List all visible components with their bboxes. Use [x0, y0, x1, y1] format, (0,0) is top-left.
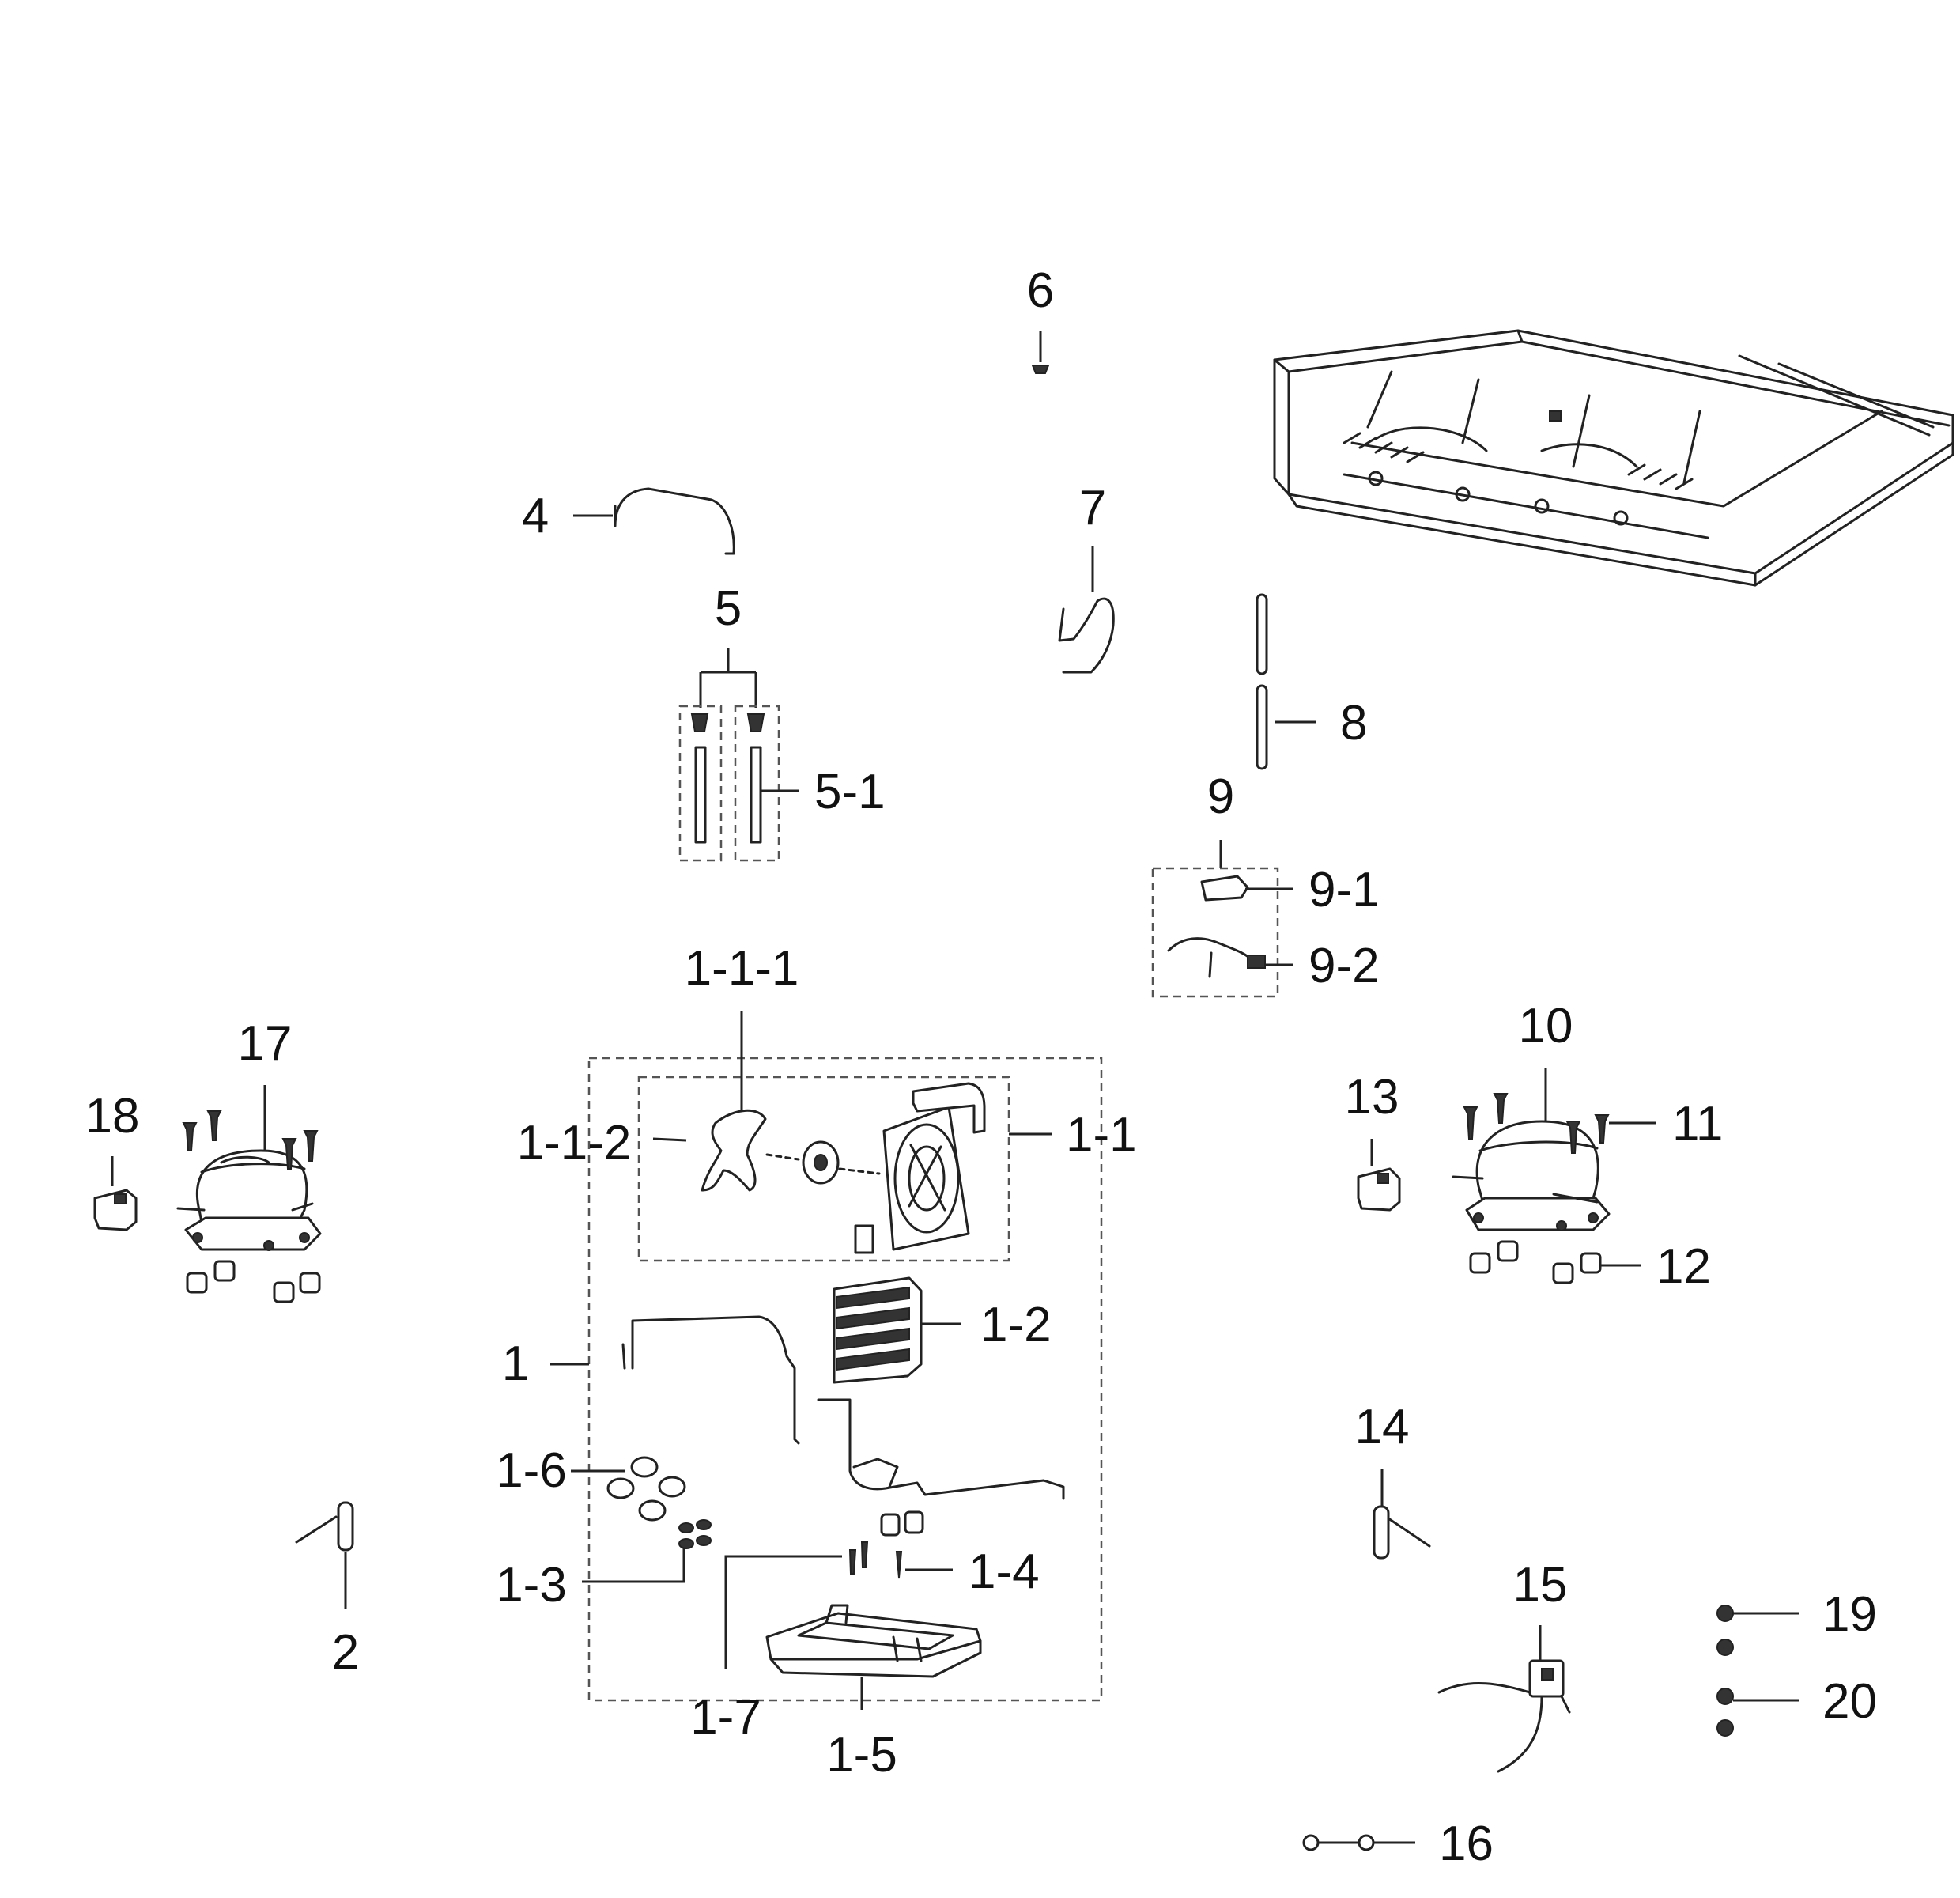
part-16-washers: 16 — [1302, 1817, 1494, 1871]
part-13-relay: 13 — [1345, 1070, 1401, 1212]
label-1-3: 1-3 — [496, 1558, 567, 1613]
part-14-filter: 14 — [1355, 1400, 1431, 1560]
label-1-7: 1-7 — [690, 1690, 761, 1745]
part-1-4-clips: 1-4 — [880, 1510, 1040, 1599]
part-18-relay: 18 — [85, 1089, 140, 1231]
part-10-compressor: 10 — [1452, 999, 1611, 1231]
label-1: 1 — [502, 1337, 529, 1391]
label-4: 4 — [522, 489, 549, 543]
label-1-1: 1-1 — [1066, 1108, 1137, 1163]
label-10: 10 — [1519, 999, 1573, 1053]
label-9-1: 9-1 — [1309, 863, 1380, 917]
label-1-1-1: 1-1-1 — [685, 941, 799, 996]
label-5: 5 — [715, 581, 742, 636]
label-9: 9 — [1207, 769, 1234, 824]
part-9-sensor-kit: 9 9-1 9-2 — [1151, 769, 1380, 998]
label-11: 11 — [1672, 1097, 1723, 1151]
label-13: 13 — [1345, 1070, 1399, 1125]
label-6: 6 — [1027, 263, 1054, 318]
label-1-6: 1-6 — [496, 1443, 567, 1498]
part-15-valve: 15 — [1437, 1558, 1571, 1773]
part-11-screw: 11 — [1609, 1097, 1723, 1151]
label-2: 2 — [332, 1625, 359, 1680]
part-6-screw: 6 — [1027, 263, 1054, 374]
part-12-grommets: 12 — [1469, 1239, 1711, 1294]
label-7: 7 — [1079, 481, 1106, 535]
part-1-2-evaporator-block: 1-2 — [833, 1276, 1052, 1384]
part-2-filter: 2 — [295, 1501, 359, 1680]
part-1-6-grommets: 1-6 — [496, 1443, 686, 1522]
label-5-1: 5-1 — [814, 765, 886, 819]
label-1-1-2: 1-1-2 — [517, 1116, 632, 1170]
label-15: 15 — [1513, 1558, 1568, 1613]
part-20-nuts: 20 — [1716, 1674, 1877, 1737]
label-18: 18 — [85, 1089, 140, 1144]
label-19: 19 — [1822, 1587, 1877, 1642]
label-14: 14 — [1355, 1400, 1410, 1454]
part-1-evaporator-assembly: 1 1-1 1-1-1 1-1-2 1- — [496, 941, 1136, 1783]
part-17-compressor: 17 — [176, 1016, 322, 1303]
part-5-rods: 5 5-1 — [678, 581, 886, 862]
label-16: 16 — [1439, 1817, 1494, 1871]
part-4-pipe: 4 — [522, 487, 735, 555]
label-1-4: 1-4 — [969, 1544, 1040, 1599]
part-19-nuts: 19 — [1716, 1587, 1877, 1656]
part-8-rods: 8 — [1256, 593, 1367, 770]
label-20: 20 — [1822, 1674, 1877, 1729]
cabinet-base-frame — [1273, 329, 1954, 587]
label-1-5: 1-5 — [826, 1728, 897, 1783]
part-1-5-drain-tray: 1-5 — [765, 1604, 982, 1783]
label-12: 12 — [1656, 1239, 1711, 1294]
part-1-3-clips: 1-3 — [496, 1519, 712, 1613]
label-9-2: 9-2 — [1309, 939, 1380, 993]
label-1-2: 1-2 — [980, 1298, 1052, 1352]
part-1-7-screws: 1-7 — [690, 1541, 869, 1745]
label-8: 8 — [1340, 696, 1367, 751]
part-7-pipe: 7 — [1058, 481, 1115, 674]
label-17: 17 — [238, 1016, 293, 1071]
